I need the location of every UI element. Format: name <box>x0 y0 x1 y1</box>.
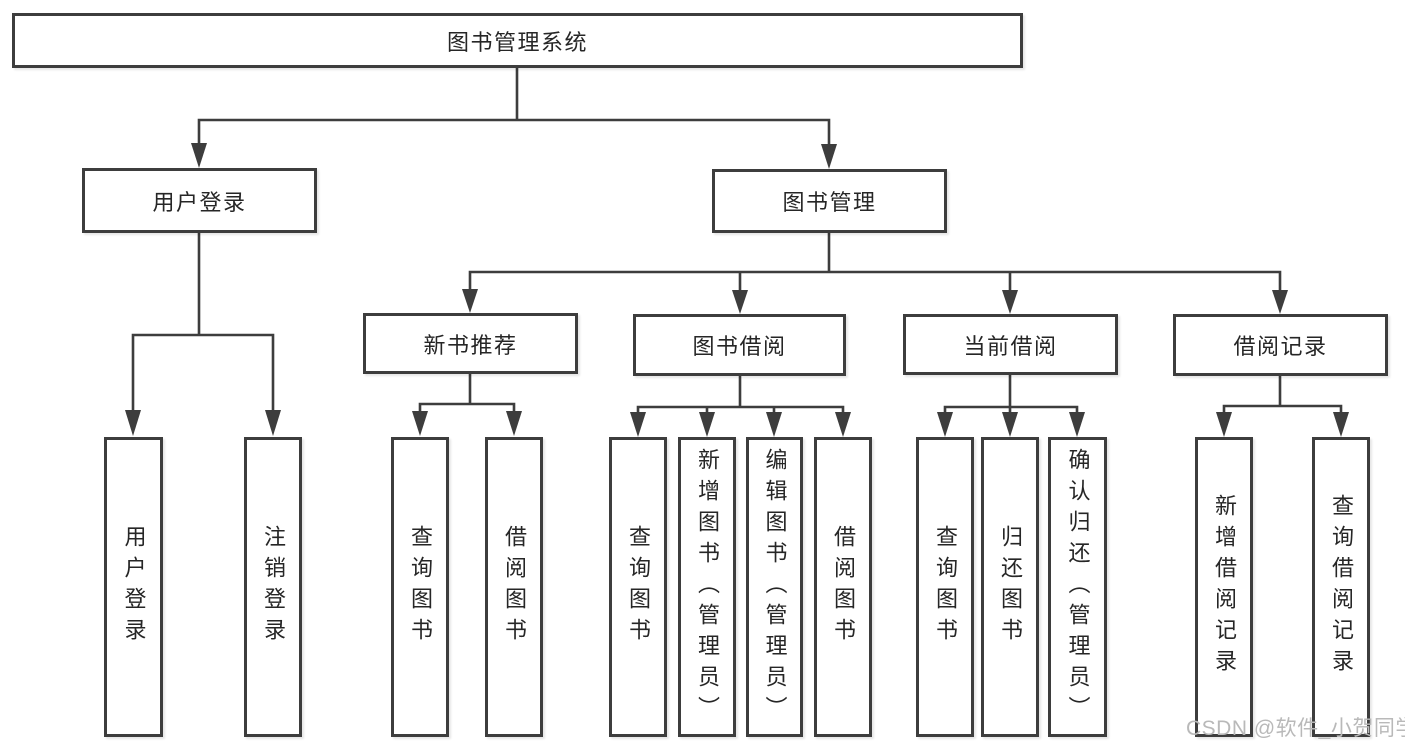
leaf-logout-label: 注销登录 <box>261 525 286 649</box>
leaf-borrow-books-recommend: 借阅图书 <box>485 437 543 737</box>
leaf-edit-book-admin-label: 编辑图书（管理员） <box>762 447 788 727</box>
branch-user-login: 用户登录 <box>82 168 317 233</box>
leaf-confirm-return-admin-label: 确认归还（管理员） <box>1065 447 1091 727</box>
leaf-user-login: 用户登录 <box>104 437 163 737</box>
section-book-borrow: 图书借阅 <box>633 314 846 376</box>
leaf-add-book-admin: 新增图书（管理员） <box>678 437 736 737</box>
section-new-book-recommend-label: 新书推荐 <box>423 332 518 358</box>
leaf-query-books-recommend: 查询图书 <box>391 437 449 737</box>
leaf-query-borrow-record-label: 查询借阅记录 <box>1329 494 1354 680</box>
section-book-borrow-label: 图书借阅 <box>692 334 787 359</box>
leaf-query-borrow-record: 查询借阅记录 <box>1312 437 1370 737</box>
node-root: 图书管理系统 <box>12 13 1023 68</box>
leaf-confirm-return-admin: 确认归还（管理员） <box>1048 437 1107 737</box>
leaf-query-books-recommend-label: 查询图书 <box>408 525 433 649</box>
branch-book-management: 图书管理 <box>712 169 947 233</box>
section-current-borrow-label: 当前借阅 <box>963 333 1058 359</box>
section-borrow-records: 借阅记录 <box>1173 314 1388 376</box>
leaf-borrow-books-borrow: 借阅图书 <box>814 437 872 737</box>
leaf-return-book: 归还图书 <box>981 437 1039 737</box>
arrowheads <box>125 143 1349 437</box>
leaf-borrow-books-borrow-label: 借阅图书 <box>831 525 856 649</box>
leaf-query-books-current-label: 查询图书 <box>933 525 958 649</box>
leaf-query-books-borrow: 查询图书 <box>609 437 667 737</box>
leaf-query-books-current: 查询图书 <box>916 437 974 737</box>
csdn-watermark: CSDN @软件_小贺同学 <box>1186 717 1405 740</box>
leaf-add-borrow-record: 新增借阅记录 <box>1195 437 1253 737</box>
leaf-user-login-label: 用户登录 <box>121 525 147 649</box>
section-current-borrow: 当前借阅 <box>903 314 1118 375</box>
node-root-label: 图书管理系统 <box>446 29 588 55</box>
branch-user-login-label: 用户登录 <box>152 189 247 215</box>
leaf-return-book-label: 归还图书 <box>998 525 1023 649</box>
branch-book-management-label: 图书管理 <box>782 190 877 215</box>
leaf-query-books-borrow-label: 查询图书 <box>626 525 651 649</box>
leaf-add-book-admin-label: 新增图书（管理员） <box>695 447 720 727</box>
section-new-book-recommend: 新书推荐 <box>363 313 578 374</box>
connector-paths <box>131 66 1343 418</box>
leaf-borrow-books-recommend-label: 借阅图书 <box>502 525 527 649</box>
leaf-edit-book-admin: 编辑图书（管理员） <box>746 437 803 737</box>
leaf-logout: 注销登录 <box>244 437 302 737</box>
leaf-add-borrow-record-label: 新增借阅记录 <box>1212 494 1237 680</box>
section-borrow-records-label: 借阅记录 <box>1233 334 1328 359</box>
